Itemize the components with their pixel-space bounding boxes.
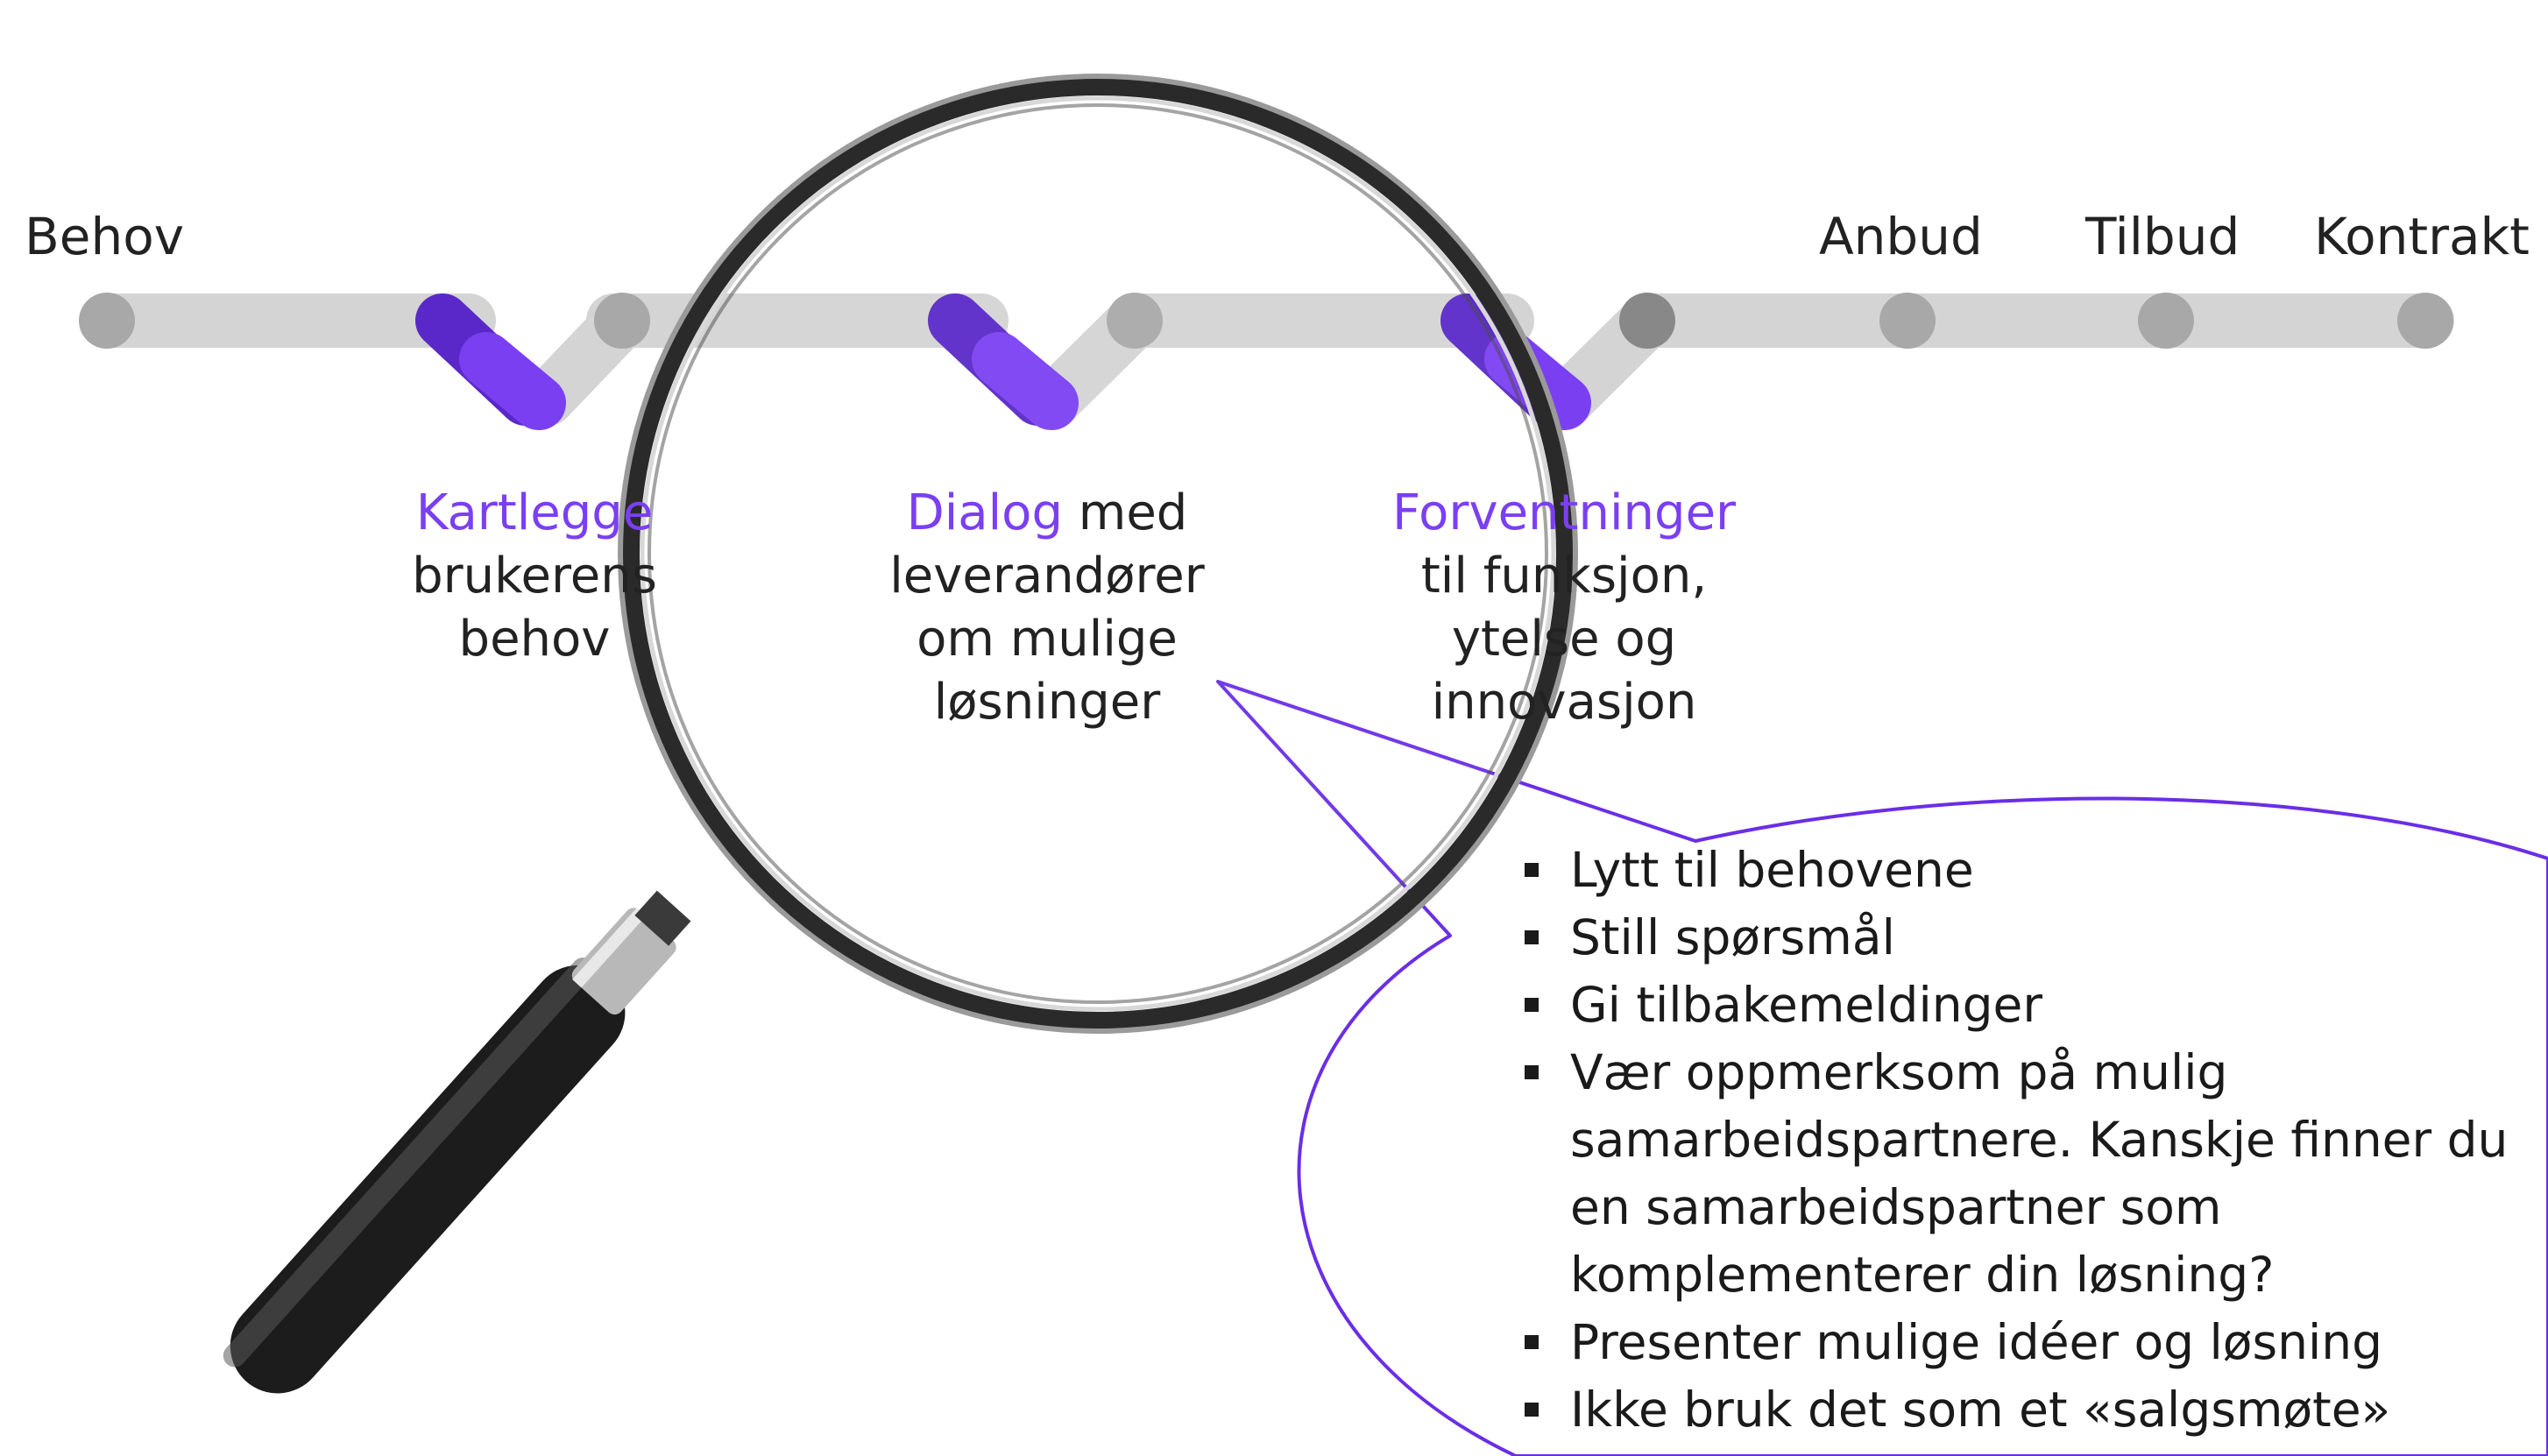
list-item: Vær oppmerksom på mulig samarbeidspartne… (1525, 1039, 2548, 1309)
phase-accent-word: Kartlegge (415, 484, 654, 541)
node-2 (1107, 293, 1163, 349)
callout-bubble (1216, 680, 2548, 1456)
label-kontrakt: Kontrakt (2314, 207, 2530, 266)
list-item: Gi tilbakemeldinger (1525, 972, 2548, 1039)
label-tilbud: Tilbud (2085, 207, 2240, 266)
list-item: Still spørsmål (1525, 904, 2548, 972)
node-1 (594, 293, 650, 349)
phase-label-dialog: Dialog med leverandører om mulige løsnin… (889, 484, 1205, 731)
timeline-nodes (79, 293, 2453, 349)
node-3 (1619, 293, 1675, 349)
list-item: Ikke bruk det som et «salgsmøte» (1525, 1376, 2548, 1444)
node-tilbud (2138, 293, 2194, 349)
label-behov: Behov (25, 207, 185, 266)
callout-bullet-list: Lytt til behovene Still spørsmål Gi tilb… (1525, 837, 2548, 1444)
phase-accent-word: Dialog (906, 484, 1063, 541)
list-item: Lytt til behovene (1525, 837, 2548, 904)
node-kontrakt (2397, 293, 2453, 349)
node-behov (79, 293, 135, 349)
node-anbud (1879, 293, 1936, 349)
magnifying-glass-icon (223, 74, 1578, 1394)
list-item: Presenter mulige idéer og løsning (1525, 1309, 2548, 1376)
label-anbud: Anbud (1819, 207, 1983, 266)
phase-label-kartlegge: Kartlegge brukerens behov (412, 484, 657, 668)
phase-label-forventninger: Forventninger til funksjon, ytelse og in… (1391, 484, 1737, 731)
phase-accent-word: Forventninger (1391, 484, 1737, 541)
